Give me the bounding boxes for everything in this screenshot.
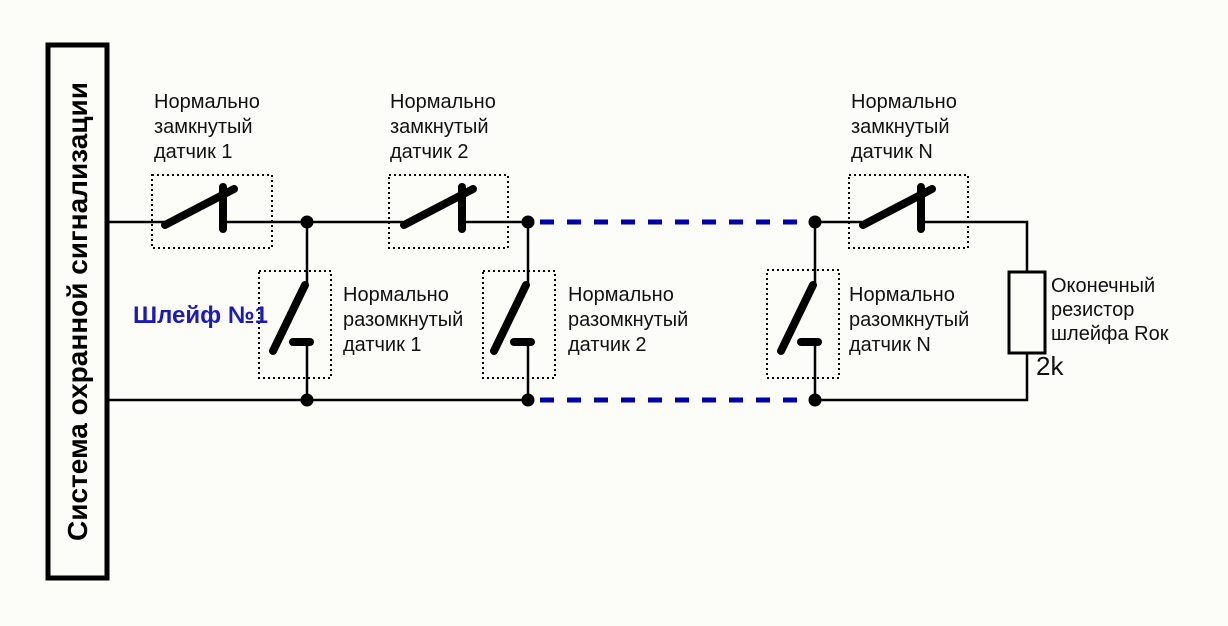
- nc-sensor-2-label: Нормально замкнутый датчик 2: [390, 91, 496, 163]
- no-switch-n-blade: [777, 281, 817, 355]
- no-sensor-n-label: Нормально разомкнутый датчик N: [849, 284, 970, 356]
- junction-dot: [300, 215, 314, 229]
- bottom-wire-segment: [815, 353, 1029, 402]
- alarm-system-box: [45, 42, 110, 581]
- no-sensor-2-box: [482, 270, 556, 379]
- nc-sensor-2-box: [388, 174, 509, 249]
- nc-sensor-n-label: Нормально замкнутый датчик N: [851, 91, 957, 163]
- no-switch-symbols: [269, 281, 822, 355]
- junction-dot: [808, 393, 822, 407]
- no-sensor-1-box: [258, 270, 332, 379]
- no-sensor-1-label: Нормально разомкнутый датчик 1: [343, 284, 464, 356]
- loop-wires: [107, 220, 1029, 402]
- terminating-resistor-body: [1007, 270, 1047, 355]
- junction-dot: [808, 215, 822, 229]
- terminating-resistor-label: Оконечный резистор шлейфа Rок: [1051, 275, 1169, 345]
- junction-dots: [300, 215, 822, 407]
- alarm-system-title-wrap: Система охранной сигнализации: [48, 45, 107, 578]
- nc-sensor-1-box: [151, 174, 273, 249]
- junction-dot: [521, 393, 535, 407]
- sensor-outline-boxes: [151, 174, 969, 379]
- loop-number-label: Шлейф №1: [133, 302, 268, 329]
- nc-switch-symbols: [161, 183, 936, 233]
- no-switch-1-blade: [269, 281, 309, 355]
- continuation-buses: [540, 219, 807, 403]
- junction-dot: [521, 215, 535, 229]
- top-wire-to-resistor: [920, 220, 1029, 272]
- no-sensor-n-box: [766, 269, 840, 379]
- no-switch-2-blade: [490, 281, 530, 355]
- no-sensor-2-label: Нормально разомкнутый датчик 2: [568, 284, 689, 356]
- alarm-system-title: Система охранной сигнализации: [62, 82, 93, 541]
- nc-sensor-1-label: Нормально замкнутый датчик 1: [154, 91, 260, 163]
- junction-dot: [300, 393, 314, 407]
- terminating-resistor-value: 2k: [1036, 351, 1064, 381]
- nc-sensor-n-box: [848, 174, 969, 249]
